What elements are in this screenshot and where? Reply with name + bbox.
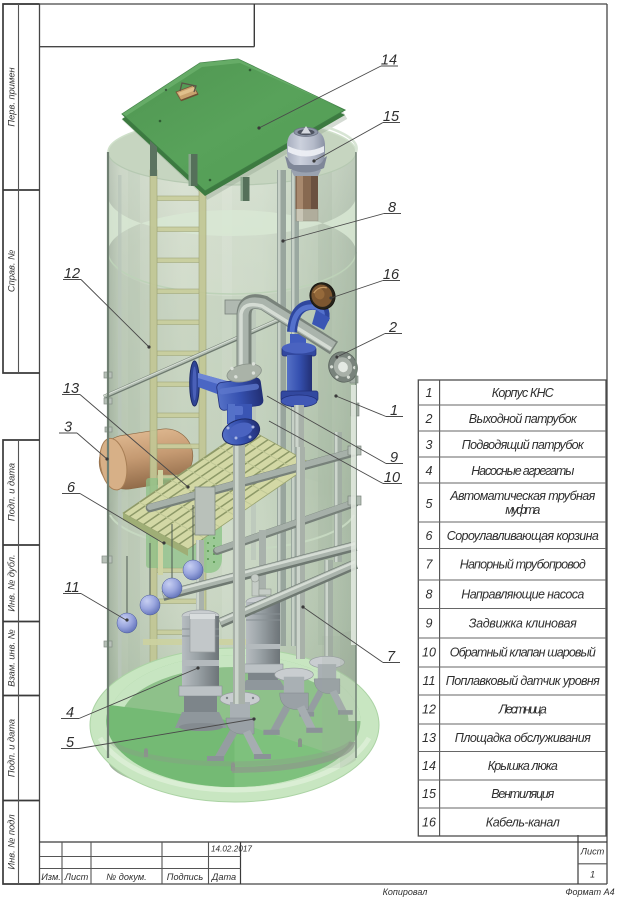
- svg-text:14: 14: [422, 759, 436, 773]
- svg-text:Сороулавливающая корзина: Сороулавливающая корзина: [447, 529, 599, 543]
- svg-text:9: 9: [390, 450, 398, 466]
- svg-text:Корпус КНС: Корпус КНС: [492, 386, 555, 400]
- svg-text:Изм.: Изм.: [41, 872, 61, 882]
- svg-text:Автоматическая трубная: Автоматическая трубная: [449, 489, 595, 503]
- svg-text:Формат А4: Формат А4: [565, 887, 614, 897]
- svg-text:2: 2: [425, 412, 433, 426]
- svg-text:2: 2: [388, 320, 397, 336]
- svg-text:Лист: Лист: [580, 847, 605, 857]
- svg-text:10: 10: [422, 646, 436, 660]
- svg-text:Поплавковый датчик уровня: Поплавковый датчик уровня: [446, 674, 600, 688]
- svg-text:муфта: муфта: [505, 503, 540, 517]
- svg-text:16: 16: [422, 816, 436, 830]
- svg-text:1: 1: [590, 870, 595, 880]
- svg-text:11: 11: [64, 580, 79, 596]
- svg-text:Задвижка клиновая: Задвижка клиновая: [469, 617, 577, 631]
- svg-text:№ докум.: № докум.: [106, 872, 146, 882]
- svg-text:Копировал: Копировал: [383, 887, 428, 897]
- svg-text:Инв. № дубл.: Инв. № дубл.: [7, 554, 17, 611]
- svg-text:9: 9: [426, 617, 433, 631]
- svg-text:Подп. и дата: Подп. и дата: [7, 719, 17, 777]
- svg-text:Лестница: Лестница: [498, 703, 547, 717]
- svg-text:13: 13: [63, 381, 79, 397]
- svg-text:Выходной патрубок: Выходной патрубок: [469, 412, 578, 426]
- svg-text:Подводящий патрубок: Подводящий патрубок: [462, 438, 585, 452]
- svg-text:4: 4: [426, 464, 433, 478]
- svg-text:Напорный трубопровод: Напорный трубопровод: [460, 558, 586, 572]
- svg-text:12: 12: [64, 266, 80, 282]
- svg-text:5: 5: [426, 497, 433, 511]
- svg-text:Обратный клапан шаровый: Обратный клапан шаровый: [450, 646, 596, 660]
- svg-text:10: 10: [384, 470, 400, 486]
- svg-text:Перв. примен: Перв. примен: [7, 67, 17, 126]
- svg-text:Вентиляция: Вентиляция: [491, 787, 554, 801]
- svg-text:6: 6: [67, 480, 76, 496]
- svg-text:4: 4: [66, 705, 74, 721]
- svg-text:6: 6: [426, 529, 433, 543]
- svg-text:14.02.2017: 14.02.2017: [211, 845, 252, 854]
- svg-text:3: 3: [426, 438, 433, 452]
- svg-text:Взам. инв. №: Взам. инв. №: [7, 629, 17, 687]
- svg-text:7: 7: [426, 558, 434, 572]
- svg-text:15: 15: [422, 787, 436, 801]
- svg-text:8: 8: [388, 200, 396, 216]
- svg-text:1: 1: [426, 386, 433, 400]
- svg-text:7: 7: [387, 649, 396, 665]
- svg-text:Площадка обслуживания: Площадка обслуживания: [455, 731, 591, 745]
- svg-text:5: 5: [66, 735, 75, 751]
- svg-text:15: 15: [383, 109, 400, 125]
- svg-text:Подпись: Подпись: [167, 872, 204, 882]
- svg-text:11: 11: [423, 674, 436, 688]
- svg-text:Кабель-канал: Кабель-канал: [486, 816, 560, 830]
- svg-text:Справ. №: Справ. №: [7, 250, 17, 292]
- svg-text:Дата: Дата: [211, 872, 236, 882]
- svg-text:8: 8: [426, 588, 433, 602]
- svg-text:13: 13: [422, 731, 436, 745]
- svg-text:16: 16: [383, 267, 400, 283]
- svg-text:Крышка люка: Крышка люка: [488, 759, 558, 773]
- svg-text:Подп. и дата: Подп. и дата: [7, 463, 17, 521]
- svg-text:12: 12: [422, 703, 436, 717]
- svg-text:Инв. № подл: Инв. № подл: [7, 814, 17, 870]
- svg-text:3: 3: [64, 420, 72, 436]
- svg-text:Направляющие насоса: Направляющие насоса: [461, 588, 584, 602]
- svg-text:Насосные агрегаты: Насосные агрегаты: [471, 464, 574, 478]
- svg-text:Лист: Лист: [64, 872, 89, 882]
- svg-text:14: 14: [381, 53, 397, 69]
- svg-text:1: 1: [390, 403, 398, 419]
